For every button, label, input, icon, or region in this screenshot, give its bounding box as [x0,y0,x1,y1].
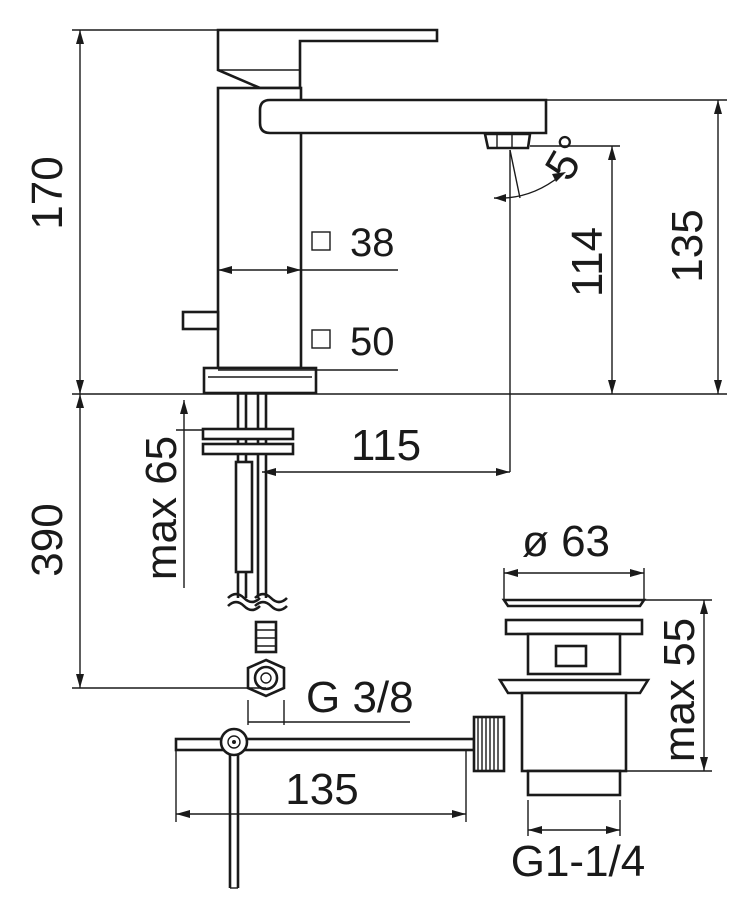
dim-waste-diameter: ø 63 [522,517,610,566]
square-symbol-icon [311,329,331,349]
dim-rod-length: 135 [285,765,358,814]
mixer-body [181,28,548,395]
dim-waste-thread: G1-1/4 [511,837,646,886]
dim-square-bottom: 50 [350,320,395,364]
dim-projection: 115 [351,421,421,470]
fixing-assembly [201,394,295,698]
square-symbol-icon [311,231,331,251]
dim-connection: G 3/8 [306,673,414,722]
dim-waste-height: max 55 [655,618,704,762]
dim-max-deck: max 65 [137,436,186,580]
waste-valve [472,598,651,797]
dim-hose-length: 390 [23,503,72,576]
dim-spout-top-height: 135 [663,209,712,282]
dim-overall-height: 170 [23,156,72,229]
dim-spout-height: 114 [563,227,612,297]
dimension-lines [72,29,727,836]
dim-angle: 5° [536,127,599,188]
dim-square-top: 38 [350,221,395,265]
